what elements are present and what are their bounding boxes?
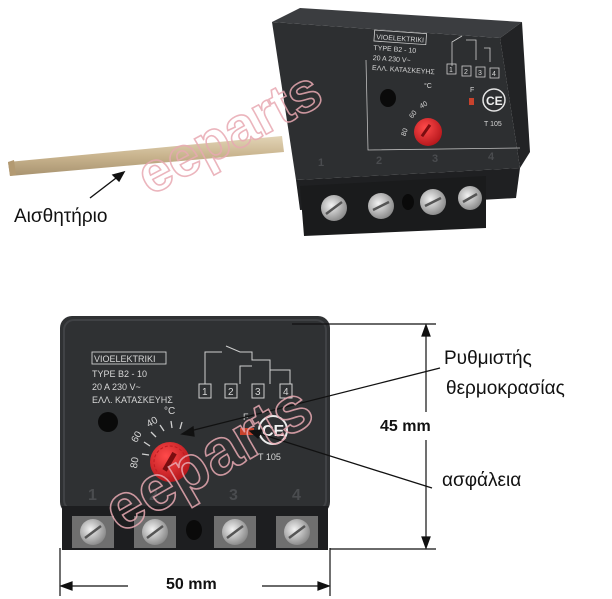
svg-text:T 105: T 105 — [484, 121, 502, 128]
regulator-label-line1: Ρυθμιστής — [444, 348, 532, 369]
schematic-terminal-2: 2 — [228, 387, 234, 398]
svg-text:3: 3 — [478, 70, 482, 77]
top-schematic — [446, 35, 500, 79]
sensor-label: Αισθητήριο — [14, 206, 108, 227]
terminal-number-4: 4 — [292, 487, 301, 504]
top-screws — [321, 186, 482, 221]
svg-text:80: 80 — [400, 127, 409, 137]
top-dial — [414, 118, 442, 146]
bottom-housing — [60, 316, 330, 514]
fuse — [240, 428, 254, 435]
dial-tick-60: 60 — [130, 429, 145, 445]
top-thermostat: VIOELEKTRIKI TYPE B2 - 10 20 A 230 V~ ΕΛ… — [8, 8, 530, 236]
sensor-rod — [8, 136, 284, 176]
dial-tick-40: 40 — [145, 415, 161, 430]
svg-text:CE: CE — [486, 94, 503, 108]
sensor-arrow — [89, 170, 126, 199]
regulator-pointer — [180, 367, 441, 437]
plate-rating: 20 A 230 V~ — [92, 382, 141, 392]
svg-text:1: 1 — [318, 157, 324, 169]
plate-model: T 105 — [258, 452, 281, 462]
top-housing — [272, 22, 520, 180]
svg-text:2: 2 — [464, 69, 468, 76]
regulator-label-line2: θερμοκρασίας — [446, 378, 565, 399]
svg-text:F: F — [470, 87, 474, 94]
svg-text:°C: °C — [424, 82, 432, 90]
height-dimension — [292, 323, 436, 550]
svg-text:4: 4 — [492, 71, 496, 78]
dial-tick-80: 80 — [129, 456, 142, 469]
top-plate-brand: VIOELEKTRIKI — [376, 34, 424, 44]
bottom-schematic — [198, 345, 293, 399]
plate-brand: VIOELEKTRIKI — [94, 354, 156, 364]
terminal-number-3: 3 — [229, 487, 238, 504]
fuse-pointer — [248, 429, 433, 489]
svg-text:1: 1 — [449, 67, 453, 74]
width-dimension — [59, 548, 331, 596]
terminal-number-2: 2 — [149, 487, 158, 504]
svg-text:4: 4 — [488, 151, 495, 163]
width-label: 50 mm — [166, 576, 217, 593]
dial-unit: °C — [164, 406, 175, 417]
plate-type: TYPE B2 - 10 — [92, 369, 147, 379]
terminal-number-1: 1 — [88, 487, 97, 504]
top-plate-type: TYPE B2 - 10 — [373, 45, 416, 55]
svg-text:40: 40 — [419, 100, 429, 110]
height-label: 45 mm — [380, 418, 431, 435]
bottom-screws — [72, 516, 318, 548]
fuse-label: ασφάλεια — [442, 470, 522, 491]
schematic-terminal-4: 4 — [283, 387, 289, 398]
schematic-terminal-1: 1 — [202, 387, 208, 398]
svg-text:60: 60 — [408, 109, 418, 119]
schematic-terminal-3: 3 — [255, 387, 261, 398]
top-plate-rating: 20 A 230 V~ — [372, 55, 410, 65]
bottom-thermostat: VIOELEKTRIKI TYPE B2 - 10 20 A 230 V~ ΕΛ… — [59, 316, 441, 596]
svg-text:2: 2 — [376, 155, 382, 167]
top-plate-origin: ΕΛΛ. ΚΑΤΑΣΚΕΥΗΣ — [372, 65, 436, 76]
svg-text:3: 3 — [432, 153, 438, 165]
plate-origin: ΕΛΛ. ΚΑΤΑΣΚΕΥΗΣ — [92, 395, 173, 405]
